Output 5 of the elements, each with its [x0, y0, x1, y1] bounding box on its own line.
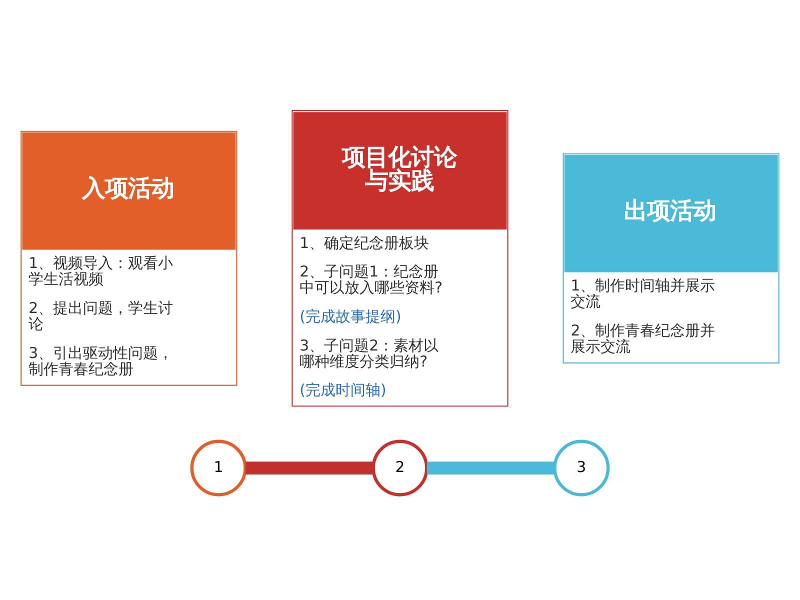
connector: [246, 461, 374, 474]
node-circle: 3: [553, 439, 610, 496]
node-circle: 1: [190, 439, 247, 496]
node-circle: 2: [372, 439, 428, 496]
connector: [426, 461, 555, 474]
